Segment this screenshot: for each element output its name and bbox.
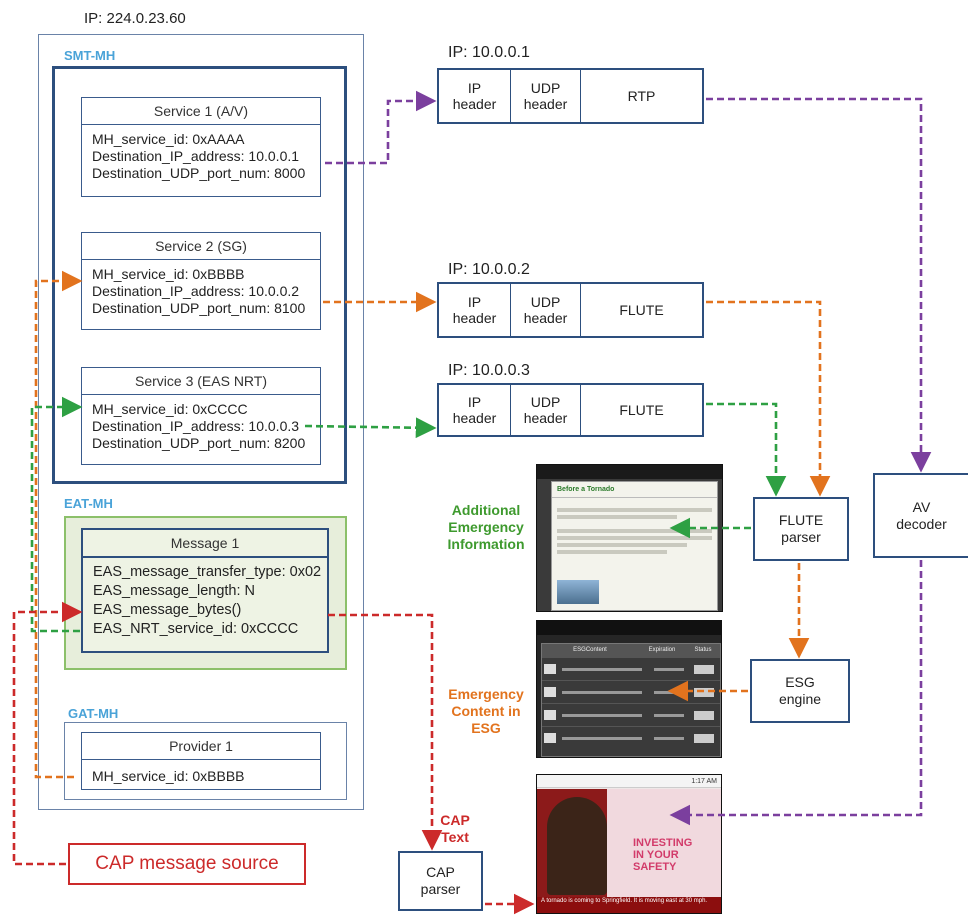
esg-row-badge (544, 733, 556, 743)
packet-2-ip-header: IP header (439, 284, 511, 336)
service-2-dest-port: Destination_UDP_port_num: 8100 (92, 300, 306, 316)
packet-2-ip-label: IP: 10.0.0.2 (448, 261, 530, 278)
emergency-ticker: A tornado is coming to Springfield. It i… (537, 897, 721, 913)
av-decoder-box: AV decoder (873, 473, 968, 558)
esg-screen: ESGContent Expiration Status (536, 620, 722, 758)
packet-2-udp-header: UDP header (511, 284, 581, 336)
info-screen: Before a Tornado (536, 464, 723, 612)
service-1-title: Service 1 (A/V) (82, 98, 320, 125)
flute-parser-box: FLUTE parser (753, 497, 849, 561)
service-2-title: Service 2 (SG) (82, 233, 320, 260)
esg-view-button[interactable] (694, 710, 714, 720)
service-3-title: Service 3 (EAS NRT) (82, 368, 320, 395)
cap-text-label: CAP Text (440, 812, 470, 845)
esg-view-button[interactable] (694, 733, 714, 743)
message-1-box: Message 1 EAS_message_transfer_type: 0x0… (81, 528, 329, 653)
packet-2-payload: FLUTE (619, 302, 664, 318)
esg-row[interactable] (542, 726, 720, 749)
smt-mh-table (52, 66, 347, 484)
esg-row-date (654, 713, 684, 717)
service-1-id: MH_service_id: 0xAAAA (92, 131, 245, 147)
sg-link-packet2-to-flute (706, 300, 831, 497)
service-1-dest-ip: Destination_IP_address: 10.0.0.1 (92, 148, 300, 164)
message-nrt-service-id: EAS_NRT_service_id: 0xCCCC (93, 621, 299, 637)
info-text-line (557, 550, 667, 554)
esg-row-text (562, 690, 642, 694)
video-status-bar: 1:17 AM (537, 775, 721, 788)
packet-1-udp-header: UDP header (511, 70, 581, 122)
packet-3-ip-header: IP header (439, 385, 511, 435)
smt-mh-label: SMT-MH (64, 48, 116, 63)
esg-engine-box: ESG engine (750, 659, 850, 723)
service-1-dest-port: Destination_UDP_port_num: 8000 (92, 165, 306, 181)
esg-row[interactable] (542, 680, 720, 703)
esg-col-expiration: Expiration (648, 647, 676, 653)
packet-1-ip-label: IP: 10.0.0.1 (448, 44, 530, 61)
cap-parser-box: CAP parser (398, 851, 483, 911)
esg-view-button[interactable] (694, 687, 714, 697)
multicast-ip-label: IP: 224.0.23.60 (84, 10, 186, 27)
packet-1-payload: RTP (627, 88, 656, 104)
packet-3: IP header UDP header FLUTE (437, 383, 704, 437)
video-overlay-text: INVESTING IN YOUR SAFETY (633, 837, 693, 873)
esg-screen-status-bar (537, 621, 721, 635)
emergency-content-label: Emergency Content in ESG (448, 686, 524, 736)
message-1-title: Message 1 (83, 530, 327, 558)
packet-1: IP header UDP header RTP (437, 68, 704, 124)
av-link-packet1-to-decoder (706, 97, 932, 473)
esg-row-date (654, 667, 684, 671)
info-text-line (557, 536, 712, 540)
info-image-thumbnail (557, 580, 599, 604)
provider-1-box: Provider 1 MH_service_id: 0xBBBB (81, 732, 321, 790)
esg-row-text (562, 713, 642, 717)
esg-row-date (654, 690, 684, 694)
info-popup: Before a Tornado (551, 481, 718, 611)
esg-row[interactable] (542, 657, 720, 680)
esg-row-date (654, 736, 684, 740)
esg-row-text (562, 667, 642, 671)
esg-row-badge (544, 687, 556, 697)
info-text-line (557, 515, 677, 519)
service-3-box: Service 3 (EAS NRT) MH_service_id: 0xCCC… (81, 367, 321, 465)
provider-1-service-id: MH_service_id: 0xBBBB (92, 768, 245, 784)
esg-table-header: ESGContent Expiration Status (542, 644, 720, 657)
service-3-id: MH_service_id: 0xCCCC (92, 401, 248, 417)
packet-3-udp-header: UDP header (511, 385, 581, 435)
message-bytes: EAS_message_bytes() (93, 602, 242, 618)
info-text-line (557, 543, 687, 547)
cap-message-source: CAP message source (68, 843, 306, 885)
esg-row-badge (544, 664, 556, 674)
packet-3-ip-label: IP: 10.0.0.3 (448, 362, 530, 379)
info-screen-status-bar (537, 465, 722, 479)
info-text-line (557, 529, 712, 533)
gat-mh-label: GAT-MH (68, 706, 119, 721)
packet-3-payload: FLUTE (619, 402, 664, 418)
esg-row-badge (544, 710, 556, 720)
esg-col-content: ESGContent (573, 647, 607, 653)
packet-1-ip-header: IP header (439, 70, 511, 122)
packet-2: IP header UDP header FLUTE (437, 282, 704, 338)
esg-row-text (562, 736, 642, 740)
esg-table: ESGContent Expiration Status (541, 643, 721, 757)
service-1-box: Service 1 (A/V) MH_service_id: 0xAAAA De… (81, 97, 321, 197)
service-2-id: MH_service_id: 0xBBBB (92, 266, 245, 282)
video-presenter (547, 797, 607, 895)
info-text-line (557, 508, 712, 512)
esg-view-button[interactable] (694, 664, 714, 674)
message-length: EAS_message_length: N (93, 583, 256, 599)
esg-col-status: Status (694, 647, 712, 653)
service-2-dest-ip: Destination_IP_address: 10.0.0.2 (92, 283, 300, 299)
message-transfer-type: EAS_message_transfer_type: 0x02 (93, 564, 322, 580)
service-2-box: Service 2 (SG) MH_service_id: 0xBBBB Des… (81, 232, 321, 330)
eat-mh-label: EAT-MH (64, 496, 113, 511)
additional-info-label: Additional Emergency Information (447, 502, 525, 552)
esg-row[interactable] (542, 703, 720, 726)
info-popup-title: Before a Tornado (552, 482, 717, 498)
provider-1-title: Provider 1 (82, 733, 320, 760)
service-3-dest-port: Destination_UDP_port_num: 8200 (92, 435, 306, 451)
video-screen: 1:17 AM INVESTING IN YOUR SAFETY A torna… (536, 774, 722, 914)
service-3-dest-ip: Destination_IP_address: 10.0.0.3 (92, 418, 300, 434)
